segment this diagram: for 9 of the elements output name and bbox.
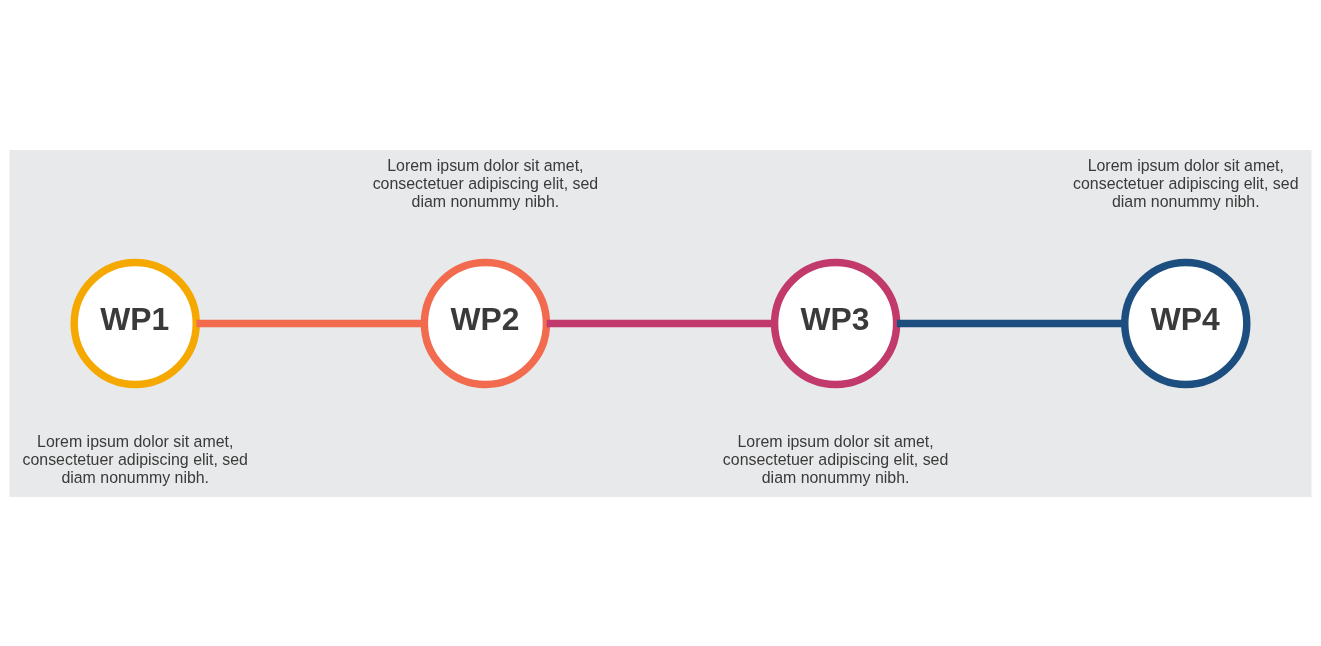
node-circle: WP2 [420, 258, 551, 388]
node-label: Lorem ipsum dolor sit amet, consectetuer adipiscing elit, sed diam nonummy nibh. [372, 156, 599, 210]
connector [896, 319, 1125, 327]
node-circle: WP3 [770, 258, 901, 388]
node-label: Lorem ipsum dolor sit amet, consectetuer adipiscing elit, sed diam nonummy nibh. [722, 432, 949, 486]
node-label: Lorem ipsum dolor sit amet, consectetuer adipiscing elit, sed diam nonummy nibh. [22, 432, 248, 486]
node-circle: WP1 [70, 258, 200, 388]
node-label: Lorem ipsum dolor sit amet, consectetuer adipiscing elit, sed diam nonummy nibh. [1073, 156, 1299, 210]
node-circle: WP4 [1121, 258, 1251, 388]
